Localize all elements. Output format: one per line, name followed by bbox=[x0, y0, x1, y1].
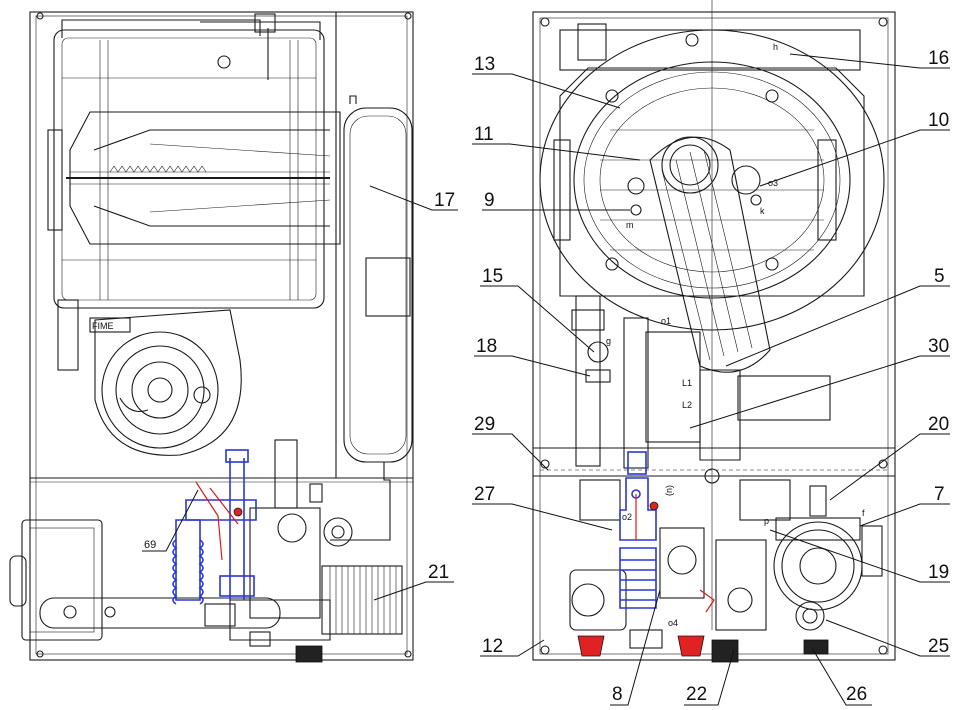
callout-15: 15 bbox=[482, 266, 503, 287]
right-casing-outline bbox=[532, 11, 896, 661]
fan-blower: FIME bbox=[89, 309, 242, 456]
callout-5: 5 bbox=[934, 266, 945, 287]
label-o2: o2 bbox=[622, 512, 632, 522]
callout-20: 20 bbox=[928, 414, 949, 435]
callout-7: 7 bbox=[934, 484, 945, 505]
callout-11: 11 bbox=[474, 124, 494, 145]
label-o3: o3 bbox=[768, 178, 778, 188]
label-m: m bbox=[626, 220, 634, 230]
callout-19: 19 bbox=[928, 562, 949, 583]
callouts: 13 16 11 10 9 17 15 5 18 30 29 20 bbox=[142, 48, 950, 706]
label-o4: o4 bbox=[668, 618, 678, 628]
label-o1: o1 bbox=[661, 316, 671, 326]
callout-30: 30 bbox=[928, 336, 949, 357]
callout-26: 26 bbox=[846, 684, 867, 705]
left-view: FIME bbox=[9, 11, 414, 663]
label-n: (n) bbox=[664, 485, 674, 496]
callout-12: 12 bbox=[482, 636, 503, 657]
callout-29: 29 bbox=[474, 414, 495, 435]
label-l1: L1 bbox=[682, 378, 692, 388]
callout-25: 25 bbox=[928, 636, 949, 657]
label-p: p bbox=[764, 516, 769, 526]
label-h: h bbox=[773, 42, 778, 52]
callout-16: 16 bbox=[928, 48, 949, 69]
gas-valve-group bbox=[569, 479, 791, 663]
left-hydraulic-group bbox=[9, 439, 403, 663]
expansion-vessel bbox=[330, 95, 413, 541]
circulation-pump bbox=[773, 485, 883, 655]
callout-10: 10 bbox=[928, 110, 949, 131]
left-blue-tubing bbox=[172, 449, 257, 605]
right-heat-exchanger bbox=[539, 23, 885, 331]
right-view: h o1 o3 k m g L1 L2 p f o2 o4 (n) bbox=[532, 0, 896, 663]
brand-label: FIME bbox=[92, 321, 114, 331]
left-casing-outline bbox=[29, 11, 414, 661]
heat-exchanger bbox=[47, 13, 341, 371]
callout-22: 22 bbox=[686, 684, 707, 705]
callout-18: 18 bbox=[476, 336, 497, 357]
callout-8: 8 bbox=[612, 684, 623, 705]
label-l2: L2 bbox=[682, 400, 692, 410]
callout-69: 69 bbox=[144, 539, 156, 551]
callout-17: 17 bbox=[434, 190, 455, 211]
right-left-pipes bbox=[571, 295, 649, 469]
label-g: g bbox=[606, 336, 611, 346]
callout-27: 27 bbox=[474, 484, 495, 505]
burner-tube bbox=[645, 136, 831, 484]
callout-13: 13 bbox=[474, 54, 495, 75]
right-blue-tubing bbox=[619, 451, 659, 609]
label-f: f bbox=[862, 508, 865, 518]
label-k: k bbox=[760, 206, 765, 216]
callout-21: 21 bbox=[428, 562, 449, 583]
callout-9: 9 bbox=[484, 190, 495, 211]
